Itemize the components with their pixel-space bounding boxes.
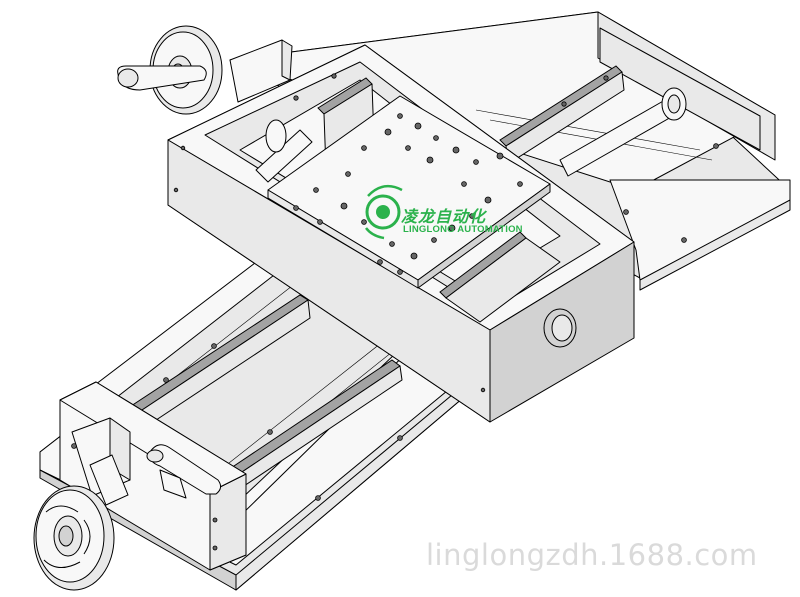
top-plate-holes xyxy=(293,113,523,275)
upper-end-block xyxy=(229,39,293,103)
watermark-text: linglongzdh.1688.com xyxy=(426,538,758,572)
upper-lead-screw xyxy=(559,87,687,177)
lower-clamp-lever[interactable] xyxy=(146,444,222,499)
lower-handwheel[interactable] xyxy=(33,485,115,591)
gear-dragon-icon xyxy=(365,184,403,240)
lower-bearing-block xyxy=(71,417,131,506)
carriage-rail-right xyxy=(439,231,561,323)
logo-chinese-text: 凌龙自动化 xyxy=(401,207,487,226)
base-mounting-holes xyxy=(71,73,719,501)
carriage-inner-screw xyxy=(255,119,313,183)
logo-english-text: LINGLONG AUTOMATION xyxy=(403,224,523,235)
upper-handwheel[interactable] xyxy=(117,25,223,115)
